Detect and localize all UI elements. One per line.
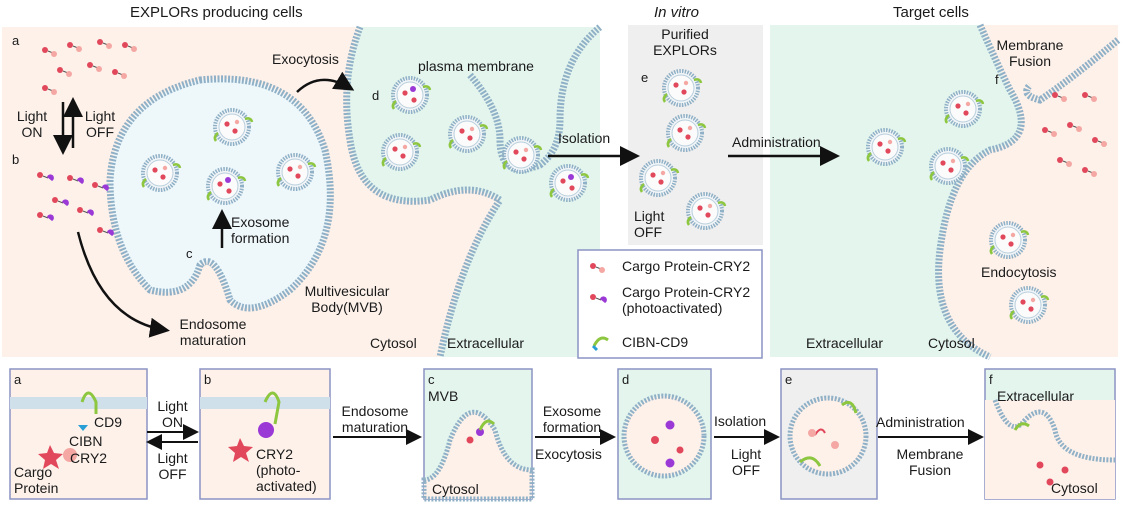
bottom-label-f: f [989, 372, 993, 387]
bottom-cibn: CIBN [69, 433, 103, 449]
legend-cibn-cd9: CIBN-CD9 [622, 334, 689, 350]
top-administration: Administration [732, 134, 821, 150]
top-exocytosis: Exocytosis [272, 51, 339, 67]
bottom-label-a: a [14, 372, 22, 387]
bottom-cytosol-c: Cytosol [432, 481, 479, 497]
header-producing: EXPLORs producing cells [130, 4, 303, 21]
bottom-isolation: Isolation [714, 413, 767, 429]
top-plasma-membrane: plasma membrane [418, 58, 534, 74]
top-label-f: f [995, 72, 999, 87]
legend-cargo-cry2: Cargo Protein-CRY2 [622, 258, 751, 274]
top-label-c: c [186, 246, 193, 261]
top-cytosol-right: Cytosol [928, 335, 975, 351]
header-target: Target cells [893, 4, 969, 21]
plasma-membrane-left [343, 25, 505, 358]
top-endocytosis: Endocytosis [981, 264, 1057, 280]
top-isolation: Isolation [558, 130, 611, 146]
plasma-membrane-right [935, 23, 1025, 361]
bottom-cd9: CD9 [94, 414, 123, 430]
bottom-label-b: b [204, 372, 212, 387]
legend-cargo-cry2-active: Cargo Protein-CRY2(photoactivated) [622, 284, 751, 316]
top-extracellular-right: Extracellular [806, 335, 884, 351]
bottom-label-e: e [785, 372, 793, 387]
top-cytosol-left: Cytosol [370, 335, 417, 351]
bottom-cry2-photoactivated: CRY2(photo-activated) [256, 446, 317, 494]
top-label-e: e [641, 70, 649, 85]
bottom-label-c: c [428, 372, 435, 387]
bottom-cytosol-f: Cytosol [1051, 480, 1098, 496]
bottom-cry2: CRY2 [70, 450, 108, 466]
top-extracellular-left: Extracellular [447, 335, 525, 351]
legend-box [577, 249, 763, 359]
bottom-row [9, 368, 1116, 502]
bottom-mvb: MVB [428, 388, 459, 404]
target-cell-bg [938, 25, 1118, 357]
header-invitro: In vitro [654, 4, 700, 21]
bottom-exocytosis: Exocytosis [535, 446, 602, 462]
bottom-administration: Administration [876, 414, 965, 430]
bottom-label-d: d [622, 372, 630, 387]
bottom-extracellular: Extracellular [997, 388, 1075, 404]
top-label-a: a [12, 33, 20, 48]
top-label-b: b [12, 152, 20, 167]
top-label-d: d [372, 88, 380, 103]
